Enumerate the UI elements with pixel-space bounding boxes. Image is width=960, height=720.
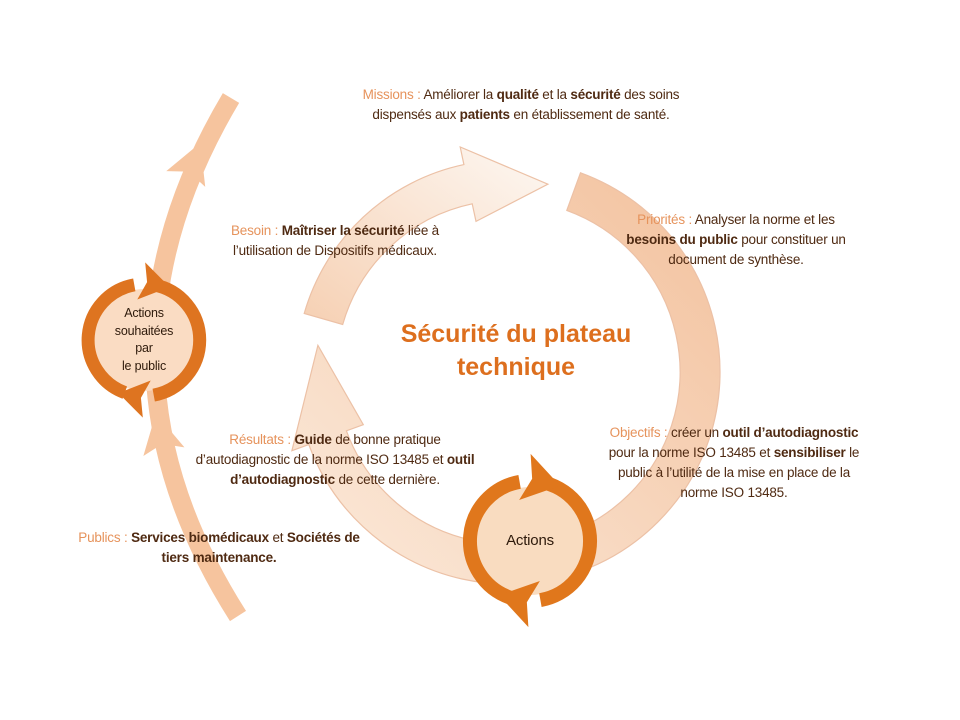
- arrowhead-up-icon: [166, 142, 206, 187]
- public-circle-fill: [93, 289, 195, 391]
- cycle-ring: [291, 145, 721, 585]
- missions-text: Missions : Améliorer la qualité et la sé…: [362, 87, 680, 122]
- public-circle-ring: [81, 278, 136, 399]
- arrowhead-cw-icon: [137, 262, 170, 300]
- arrowhead-cw-icon: [519, 453, 561, 501]
- cycle-arrow-bottom: [291, 172, 721, 585]
- public-circle: [81, 262, 207, 418]
- arrowhead-up-icon: [143, 413, 185, 457]
- actions-circle-ring: [463, 475, 522, 604]
- public-circle-ring: [152, 278, 207, 402]
- actions-circle-fill: [476, 487, 584, 595]
- actions-circle-ring: [538, 475, 598, 607]
- actions-circle-label: Actions: [506, 532, 554, 549]
- publics-text: Publics : Services biomédicaux et Sociét…: [78, 530, 360, 565]
- cycle-arrow-top: [303, 145, 550, 326]
- arrowhead-cw-icon: [118, 380, 151, 418]
- objectives-text: Objectifs : créer un outil d’autodiagnos…: [608, 425, 860, 500]
- actions-circle: [463, 453, 598, 628]
- arrowhead-cw-icon: [498, 580, 540, 628]
